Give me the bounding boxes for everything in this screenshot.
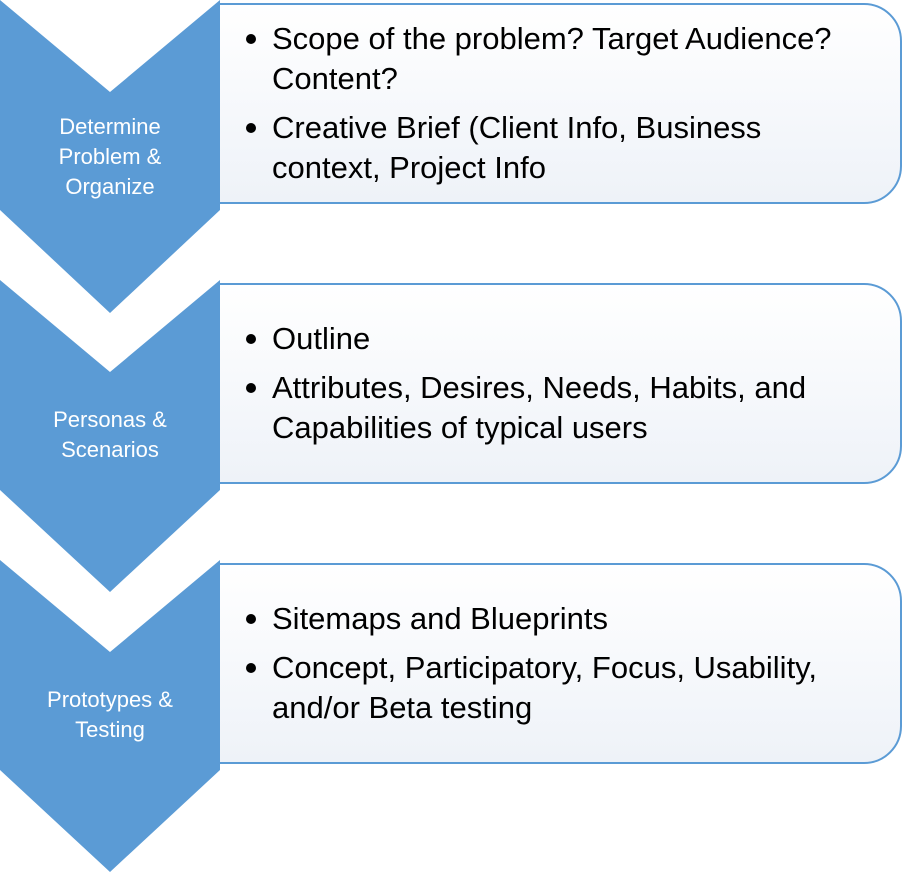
step-2-label: Personas & Scenarios	[53, 407, 167, 462]
bullet-item: Attributes, Desires, Needs, Habits, and …	[244, 368, 878, 448]
step-2-details: Outline Attributes, Desires, Needs, Habi…	[218, 283, 902, 484]
bullet-item: Creative Brief (Client Info, Business co…	[244, 108, 878, 188]
bullet-text: Scope of the problem? Target Audience? C…	[272, 21, 832, 96]
step-3-label: Prototypes & Testing	[47, 687, 173, 742]
bullet-text: Outline	[272, 321, 371, 356]
bullet-item: Outline	[244, 319, 878, 359]
bullet-item: Sitemaps and Blueprints	[244, 599, 878, 639]
bullet-dot-icon	[246, 34, 256, 44]
step-1-label: Determine Problem & Organize	[58, 114, 162, 199]
step-1-details: Scope of the problem? Target Audience? C…	[218, 3, 902, 204]
chevron-arrow-3	[0, 560, 220, 872]
bullet-item: Scope of the problem? Target Audience? C…	[244, 19, 878, 99]
step-3-details: Sitemaps and Blueprints Concept, Partici…	[218, 563, 902, 764]
bullet-text: Attributes, Desires, Needs, Habits, and …	[272, 370, 807, 445]
step-2-bullets: Outline Attributes, Desires, Needs, Habi…	[244, 319, 878, 448]
bullet-dot-icon	[246, 614, 256, 624]
bullet-text: Sitemaps and Blueprints	[272, 601, 609, 636]
bullet-dot-icon	[246, 663, 256, 673]
bullet-dot-icon	[246, 123, 256, 133]
bullet-text: Creative Brief (Client Info, Business co…	[272, 110, 762, 185]
bullet-dot-icon	[246, 334, 256, 344]
bullet-item: Concept, Participatory, Focus, Usability…	[244, 648, 878, 728]
bullet-text: Concept, Participatory, Focus, Usability…	[272, 650, 817, 725]
step-1-bullets: Scope of the problem? Target Audience? C…	[244, 19, 878, 188]
bullet-dot-icon	[246, 383, 256, 393]
chevron-arrow-1	[0, 0, 220, 313]
step-3-bullets: Sitemaps and Blueprints Concept, Partici…	[244, 599, 878, 728]
chevron-arrow-2	[0, 280, 220, 592]
